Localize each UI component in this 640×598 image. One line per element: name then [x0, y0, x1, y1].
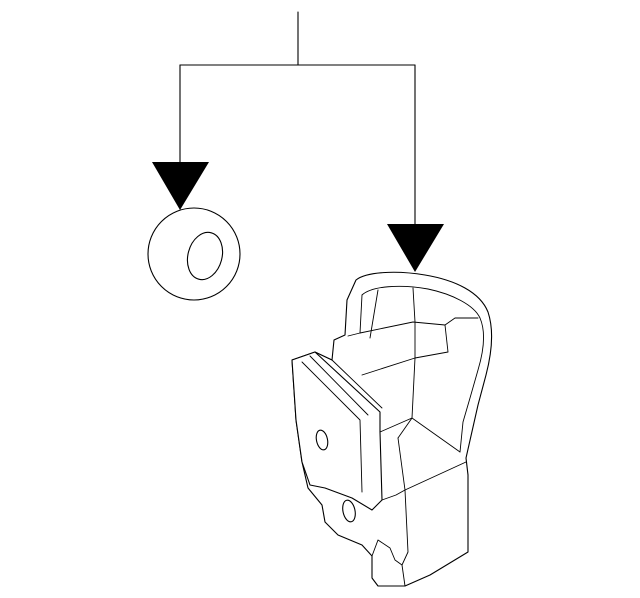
grommet-inner-hole	[186, 231, 224, 281]
bracket-top-ridge	[369, 289, 379, 339]
bracket-left-plate	[291, 351, 383, 511]
bracket-lower-edge	[401, 564, 406, 587]
grommet-outer-ring	[147, 207, 241, 301]
bracket-icon[interactable]	[291, 271, 493, 587]
grommet-icon[interactable]	[147, 207, 241, 301]
bracket-pocket-floor	[404, 461, 467, 491]
bracket-pocket-back	[397, 417, 413, 439]
callout-leader	[179, 11, 416, 226]
bracket-mid-ledge	[361, 357, 416, 376]
bracket-lower-hole	[342, 499, 356, 523]
bracket-outline	[291, 271, 493, 587]
arrowhead-left-icon	[152, 162, 209, 210]
arrowhead-right-icon	[387, 224, 444, 272]
bracket-pocket-left-wall	[397, 437, 406, 491]
bracket-crown-contour	[361, 285, 485, 453]
bracket-plate-top-face	[314, 351, 383, 409]
bracket-top-step	[414, 324, 449, 359]
bracket-plate-inner-edge	[309, 355, 369, 416]
bracket-vertical-seam	[411, 287, 416, 419]
bracket-upper-hole	[315, 429, 329, 451]
bracket-plate-bevel	[301, 361, 363, 493]
